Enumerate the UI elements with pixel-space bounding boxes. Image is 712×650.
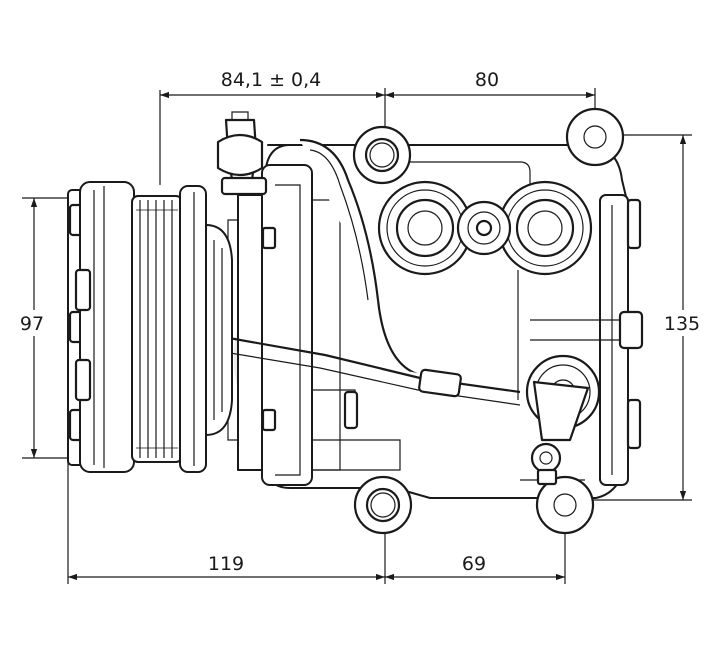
dim-label-top-right: 80 [475,69,499,91]
dim-label-top-left: 84,1 ± 0,4 [221,69,322,91]
dim-label-right: 135 [664,313,700,335]
dim-label-bottom-right: 69 [462,553,486,575]
mounting-bosses [352,107,625,535]
dim-label-left: 97 [20,313,44,335]
dim-label-bottom-left: 119 [208,553,244,575]
electrical-connector [216,111,268,196]
pressure-switch [525,354,601,486]
clutch-pulley [67,181,233,473]
clutch-wire [211,138,521,406]
refrigerant-ports [377,180,593,276]
